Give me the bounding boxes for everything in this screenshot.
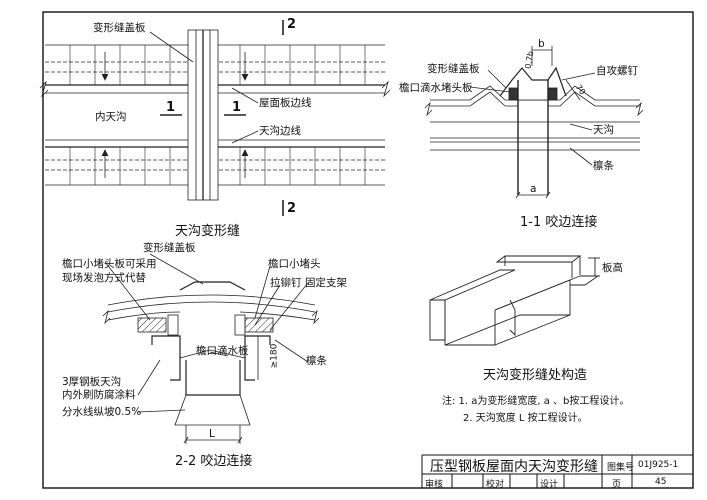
- s22-small-plug-label: 檐口小堵头: [268, 258, 321, 270]
- titleblock-drawing-title: 压型钢板屋面内天沟变形缝: [430, 459, 598, 475]
- s11-gutter-label: 天沟: [593, 124, 614, 136]
- iso-title: 天沟变形缝处构造: [483, 368, 588, 383]
- titleblock-atlas-label: 图集号: [607, 463, 635, 473]
- isometric-detail: [429, 255, 600, 346]
- plan-title: 天沟变形缝: [175, 224, 241, 239]
- plan-cut2-bottom: 2: [287, 201, 297, 216]
- s11-purlin-label: 檩条: [593, 160, 614, 172]
- title-block: [421, 454, 693, 488]
- titleblock-check: 校对: [486, 480, 505, 490]
- s22-alt-line2: 现场发泡方式代替: [62, 272, 146, 284]
- plan-cut1-left: 1: [166, 100, 176, 115]
- titleblock-atlas-no: 01J925-1: [638, 460, 679, 470]
- plan-cut2-top: 2: [287, 17, 297, 32]
- plan-cut1-right: 1: [232, 100, 242, 115]
- s22-purlin-label: 檩条: [306, 355, 327, 367]
- section-2-2: [102, 253, 320, 444]
- titleblock-page-label: 页: [612, 480, 622, 490]
- plan-view: [39, 20, 391, 216]
- s22-alt-line1: 檐口小堵头板可采用: [62, 258, 157, 270]
- titleblock-design: 设计: [540, 480, 559, 490]
- note-line-2: 2. 天沟宽度 L 按工程设计。: [463, 413, 588, 424]
- s22-dim-180: ≥180: [269, 343, 280, 369]
- s11-cover-label: 变形缝盖板: [427, 63, 480, 75]
- plan-gutter-edge-label: 天沟边线: [259, 125, 301, 137]
- section-1-1: [424, 46, 644, 199]
- plan-roof-edge-label: 屋面板边线: [259, 97, 312, 109]
- s22-gutter-line2: 内外刷防腐涂料: [62, 389, 136, 401]
- titleblock-page-no: 45: [655, 477, 667, 487]
- note-line-1: 注: 1. a为变形缝宽度, a 、b按工程设计。: [442, 396, 630, 407]
- plan-cover-label: 变形缝盖板: [93, 22, 146, 34]
- s11-screw-label: 自攻螺钉: [596, 65, 638, 77]
- s22-title: 2-2 咬边连接: [175, 454, 253, 469]
- s22-slope-label: 分水线纵坡0.5%: [62, 406, 142, 418]
- plan-inner-gutter-label: 内天沟: [95, 111, 127, 123]
- s11-drip-label: 檐口滴水堵头板: [399, 82, 473, 94]
- s22-gutter-line1: 3厚钢板天沟: [62, 376, 122, 388]
- s22-cover-label: 变形缝盖板: [143, 242, 196, 254]
- s22-dim-L: L: [209, 428, 215, 440]
- s11-dim-a: a: [530, 183, 537, 195]
- s22-bracket-label: 固定支架: [305, 277, 347, 289]
- s11-dim-b: b: [538, 38, 545, 50]
- sheet-border: [42, 11, 694, 489]
- s11-title: 1-1 咬边连接: [520, 215, 598, 230]
- iso-height-label: 板高: [602, 262, 623, 274]
- s22-rivet-label: 拉铆钉: [270, 277, 302, 289]
- s22-drip-label: 檐口滴水板: [196, 345, 249, 357]
- titleblock-review: 审核: [425, 480, 444, 490]
